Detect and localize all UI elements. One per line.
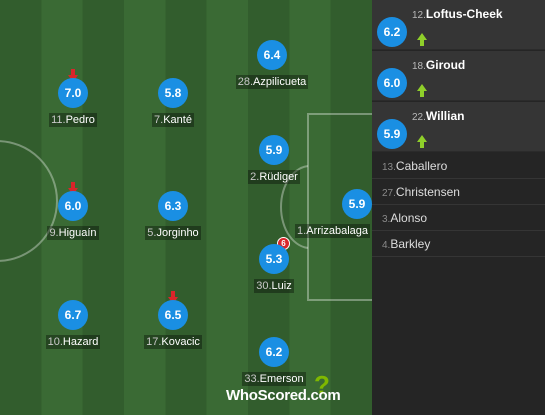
bench-row-caballero[interactable]: 13.Caballero — [372, 153, 545, 179]
player-name: Alonso — [390, 211, 428, 225]
rating-circle: 5.9 — [342, 189, 372, 219]
player-name: Emerson — [259, 373, 304, 385]
player-number: 9. — [49, 227, 59, 239]
player-name: Willian — [425, 109, 465, 123]
player-name: Rüdiger — [259, 171, 298, 183]
player-name: Christensen — [395, 185, 460, 199]
sub-out-arrow-icon — [168, 291, 178, 304]
player-number: 33. — [244, 373, 260, 385]
player-name: Jorginho — [156, 227, 199, 239]
player-name: Giroud — [425, 58, 466, 72]
logo-word: WhoScored — [226, 387, 307, 404]
sub-in-arrow-icon — [417, 84, 427, 97]
player-number: 10. — [47, 336, 63, 348]
question-mark-icon: ? — [314, 370, 330, 400]
bench-row-christensen[interactable]: 27.Christensen — [372, 179, 545, 205]
rating-circle: 6.3 — [158, 191, 188, 221]
sub-row-loftus-cheek[interactable]: 6.2 12.Loftus-Cheek — [372, 0, 545, 50]
sub-in-arrow-icon — [417, 33, 427, 46]
sub-row-willian[interactable]: 5.9 22.Willian — [372, 102, 545, 152]
player-number: 30. — [256, 280, 272, 292]
player-number: 5. — [147, 227, 157, 239]
player-number: 4. — [382, 240, 391, 251]
rating-circle: 6.5 — [158, 300, 188, 330]
player-number: 3. — [382, 214, 391, 225]
substitutes-panel: 6.2 12.Loftus-Cheek 6.0 18.Giroud 5.9 22… — [372, 0, 545, 415]
rating-circle: 5.8 — [158, 78, 188, 108]
player-name: Kovacic — [161, 336, 200, 348]
rating-circle: 6.2 — [259, 337, 289, 367]
sub-out-arrow-icon — [68, 69, 78, 82]
rating-circle: 6.0 — [58, 191, 88, 221]
player-number: 7. — [154, 114, 164, 126]
rating-circle: 5.3 — [259, 244, 289, 274]
rating-circle: 5.9 — [377, 119, 407, 149]
logo-suffix: .com — [306, 387, 341, 404]
rating-circle: 6.2 — [377, 17, 407, 47]
player-number: 18. — [412, 61, 426, 72]
sub-row-giroud[interactable]: 6.0 18.Giroud — [372, 51, 545, 101]
rating-circle: 6.4 — [257, 40, 287, 70]
player-name: Kanté — [163, 114, 192, 126]
player-name: Hazard — [62, 336, 99, 348]
player-number: 11. — [51, 114, 66, 126]
player-name: Loftus-Cheek — [425, 7, 503, 21]
bench-row-barkley[interactable]: 4.Barkley — [372, 231, 545, 257]
player-name: Arrizabalaga — [306, 225, 368, 237]
sub-in-arrow-icon — [417, 135, 427, 148]
rating-circle: 6.7 — [58, 300, 88, 330]
player-name: Barkley — [390, 237, 431, 251]
rating-circle: 5.9 — [259, 135, 289, 165]
player-number: 28. — [237, 76, 254, 88]
whoscored-logo[interactable]: ? WhoScored.com — [226, 370, 371, 410]
sub-out-arrow-icon — [68, 182, 78, 195]
player-number: 27. — [382, 188, 396, 199]
player-name: Higuaín — [58, 227, 97, 239]
rating-circle: 7.0 — [58, 78, 88, 108]
player-number: 12. — [412, 10, 426, 21]
player-name: Pedro — [65, 114, 95, 126]
player-name: Caballero — [395, 159, 448, 173]
player-number: 17. — [146, 336, 162, 348]
player-number: 2. — [250, 171, 260, 183]
player-name: Azpilicueta — [253, 76, 307, 88]
player-number: 22. — [412, 112, 426, 123]
rating-circle: 6.0 — [377, 68, 407, 98]
bench-row-alonso[interactable]: 3.Alonso — [372, 205, 545, 231]
pitch: 7.0 11.Pedro 5.8 7.Kanté 6.4 28.Azpilicu… — [0, 0, 372, 415]
player-number: 13. — [382, 162, 396, 173]
player-name: Luiz — [271, 280, 292, 292]
penalty-box — [307, 113, 372, 301]
player-number: 1. — [297, 225, 307, 237]
